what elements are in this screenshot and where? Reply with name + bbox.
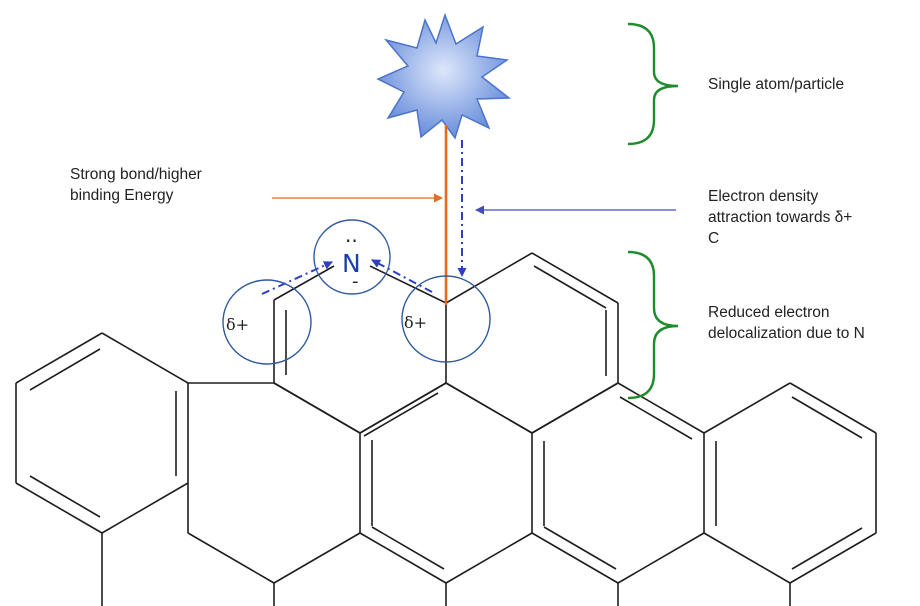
dashdot-arrow-right-to-n [371,259,433,293]
bond [359,382,447,434]
single-atom-label: Single atom/particle [708,74,844,95]
bond [789,532,877,584]
bond [187,532,275,584]
bond [445,382,533,434]
reduced-line-2: delocalization due to N [708,325,865,342]
bond [617,382,705,434]
bond [15,482,103,534]
bond [273,532,361,584]
nitrogen-lone-pair: .. [345,223,358,247]
left-delta-plus: δ+ [226,315,249,334]
bond [531,382,619,434]
bond [531,252,619,304]
bond [101,332,189,384]
bond [531,532,619,584]
bond [445,252,533,304]
reduced-delocalization-label: Reduced electron delocalization due to N [708,302,865,344]
right-carbon-circle [401,275,491,363]
bond [445,532,533,584]
bond-double [29,475,101,518]
electron-density-line-1: Electron density [708,188,819,205]
single-atom-star [376,12,512,140]
nitrogen-circle [313,219,391,295]
electron-density-line-3: C [708,230,720,247]
reduced-line-1: Reduced electron [708,304,830,321]
bond [359,532,447,584]
bond-double [791,396,863,439]
bond [789,382,877,434]
nitrogen-atom: N [342,249,361,278]
electron-density-line-2: attraction towards δ+ [708,209,853,226]
bond-double [533,265,607,309]
bond-double [29,348,101,391]
bond [15,332,103,384]
right-delta-plus: δ+ [404,313,427,332]
bond-double [791,527,863,570]
electron-flow-arrows [261,140,467,295]
bond [369,265,447,304]
strong-bond-line-2: binding Energy [70,187,174,204]
single-atom-text: Single atom/particle [708,76,845,93]
bond [101,482,189,534]
nitrogen-negative-charge: - [352,271,359,292]
curly-bracket-bottom [627,250,679,400]
bond-double [619,396,693,440]
curly-bracket-top [627,22,679,146]
strong-bond-label: Strong bond/higher binding Energy [70,164,202,206]
left-carbon-circle [222,279,312,365]
bond [273,382,361,434]
dashdot-arrow-left-to-n [261,261,333,295]
bond [703,382,791,434]
bond [273,265,335,301]
bond [617,532,705,584]
carbon-lattice [15,252,877,606]
bond-double [363,392,439,437]
bond-double [371,526,445,570]
strong-bond-line-1: Strong bond/higher [70,166,202,183]
bond-double [543,526,617,570]
bond [703,532,791,584]
electron-density-label: Electron density attraction towards δ+ C [708,186,852,249]
